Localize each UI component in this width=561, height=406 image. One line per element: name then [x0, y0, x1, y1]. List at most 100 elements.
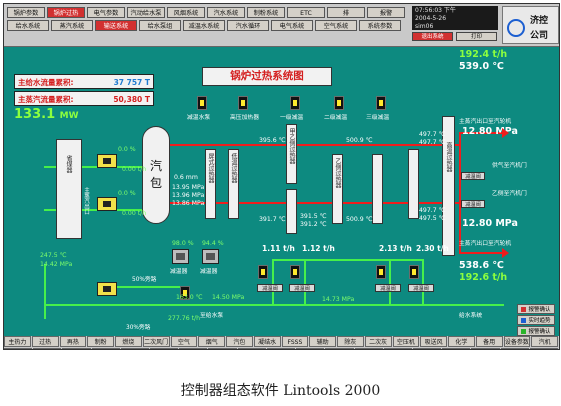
feed-pump-c[interactable] [97, 282, 117, 296]
bottom-nav-button[interactable]: 备用 [475, 336, 503, 347]
bottom-nav-button[interactable]: 燃烧 [115, 336, 142, 347]
nav-button[interactable]: 给水泵组 [139, 20, 181, 31]
bottom-nav-button[interactable]: 高压厂电 [296, 348, 325, 349]
bottom-nav-button[interactable]: 化水 [354, 348, 383, 349]
bottom-nav-button[interactable]: 送风机 [33, 348, 62, 349]
status-tag-5[interactable]: 减温阀 [461, 172, 485, 180]
logout-button[interactable]: 退出系统 [412, 32, 453, 41]
nav-button[interactable]: 空气系统 [315, 20, 357, 31]
outlet-label-top: 主蒸汽出口至汽轮机 [459, 119, 512, 125]
nav-button[interactable]: 制粉系统 [247, 7, 285, 18]
bottom-nav-button[interactable]: 吸送风 [420, 336, 447, 347]
spray-valve-1[interactable] [258, 265, 268, 279]
economizer: 省煤器 [56, 139, 82, 239]
bottom-nav-button[interactable]: 现场参数 [4, 348, 33, 349]
superheater-d [286, 189, 297, 234]
motor-valve-5[interactable] [376, 96, 386, 110]
bottom-nav-button[interactable]: 再热 [59, 336, 87, 347]
spray-device-a[interactable] [172, 249, 189, 264]
bottom-nav-button[interactable]: 制粉循环 [120, 348, 150, 349]
nav-button[interactable]: 报警 [367, 7, 405, 18]
nav-button[interactable]: 汽动给水泵 [127, 7, 165, 18]
bottom-nav-button[interactable]: 主热力 [4, 336, 31, 347]
bottom-nav-button[interactable]: FSSS [281, 336, 309, 347]
bottom-nav-button[interactable]: 制粉 [87, 336, 114, 347]
bottom-nav-button[interactable]: 烟气 [198, 336, 225, 347]
bottom-nav-button[interactable]: 空压机 [392, 336, 420, 347]
bottom-nav-button[interactable]: 设备参数 [503, 336, 531, 347]
bottom-nav-button[interactable]: 设备参数 [500, 348, 529, 349]
side-button-3[interactable]: 报警确认 [517, 326, 555, 336]
nav-button[interactable]: 输送系统 [95, 20, 137, 31]
nav-button[interactable]: 汽水循环 [227, 20, 269, 31]
bottom-nav-button[interactable]: 风烟循环 [91, 348, 120, 349]
status-tag-1[interactable]: 减温阀 [257, 284, 283, 292]
turbine-a-label: 供气至汽机门 [492, 163, 527, 169]
flow-small-b: 0.00 t/h [122, 210, 147, 217]
nav-button[interactable]: 汽水系统 [207, 7, 245, 18]
main-steam-temp: 539.0 ℃ [459, 61, 504, 72]
bottom-nav-button[interactable]: 辅助 [309, 336, 336, 347]
bottom-nav-button[interactable]: 空气 [170, 336, 198, 347]
superheater-e: 乙侧过热器 [332, 154, 343, 224]
side-button-2[interactable]: 实时趋势 [517, 315, 555, 325]
spray-valve-3[interactable] [376, 265, 386, 279]
feed-pump-a[interactable] [97, 154, 117, 168]
feed-pump-b[interactable] [97, 197, 117, 211]
bottom-nav-button[interactable]: 低厂电 [325, 348, 354, 349]
status-tag-3[interactable]: 减温阀 [375, 284, 401, 292]
nav-button[interactable]: 排 [327, 7, 365, 18]
nav-button[interactable]: 蒸汽系统 [51, 20, 93, 31]
motor-valve-4[interactable] [334, 96, 344, 110]
spray-device-b[interactable] [202, 249, 219, 264]
motor-valve-1[interactable] [197, 96, 207, 110]
motor-valve-3[interactable] [290, 96, 300, 110]
motor-valve-2[interactable] [238, 96, 248, 110]
status-tag-2[interactable]: 减温阀 [289, 284, 315, 292]
outlet-arrow-top-icon [502, 128, 509, 138]
bottom-nav-button[interactable]: 励磁 [266, 348, 296, 349]
bottom-nav-button[interactable]: 凝结水 [253, 336, 281, 347]
nav-button[interactable]: 减温水系统 [183, 20, 225, 31]
bottom-nav-button[interactable]: 输煤 [471, 348, 500, 349]
bottom-nav-button[interactable]: 备用 [529, 348, 558, 349]
nav-button[interactable]: 锅炉参数 [7, 7, 45, 18]
bottom-nav-button[interactable]: 燃料 [150, 348, 179, 349]
nav-button[interactable]: 电气参数 [87, 7, 125, 18]
bottom-nav-button[interactable]: 保安 [442, 348, 471, 349]
feedwater-flow: 277.76 t/h [168, 315, 201, 322]
bottom-nav-button[interactable]: 除灰 [337, 336, 364, 347]
nav-button[interactable]: ETC [287, 7, 325, 18]
spray-valve-4[interactable] [409, 265, 419, 279]
screen-superheater-label: 屏式过热器 [207, 153, 214, 183]
bottom-nav-button[interactable]: 主变 [237, 348, 266, 349]
bottom-nav-button[interactable]: 汽包 [226, 336, 253, 347]
nav-button[interactable]: 锅炉过热 [47, 7, 85, 18]
bottom-nav-button[interactable]: 二次灰 [364, 336, 392, 347]
nav-button[interactable]: 系统参数 [359, 20, 401, 31]
spray-valve-2[interactable] [290, 265, 300, 279]
status-tag-6[interactable]: 减温阀 [461, 200, 485, 208]
main-steam-out-bottom [459, 252, 504, 254]
bottom-nav-button[interactable]: 脱硫 [412, 348, 442, 349]
status-tag-4[interactable]: 减温阀 [408, 284, 434, 292]
nav-button[interactable]: 给水系统 [7, 20, 49, 31]
nav-button[interactable]: 电气系统 [271, 20, 313, 31]
side-button-1[interactable]: 报警确认 [517, 304, 555, 314]
bottom-nav-button[interactable]: 过热 [31, 336, 59, 347]
bottom-nav-button[interactable]: 风道 [208, 348, 237, 349]
bottom-nav-button[interactable]: 汽机 [531, 336, 558, 347]
bottom-nav-button[interactable]: 化学 [448, 336, 475, 347]
bypass-valve[interactable] [180, 286, 190, 300]
valve-c-opening: 98.0 % [172, 240, 194, 247]
print-button[interactable]: 打印 [456, 32, 497, 41]
bottom-nav-button[interactable]: 二次风门 [142, 336, 170, 347]
unit-power: 133.1 MW [14, 107, 79, 122]
bottom-nav-button[interactable]: LECC [179, 348, 208, 349]
temp-t4: 391.7 ℃ [259, 216, 286, 223]
nav-button[interactable]: 风烟系统 [167, 7, 205, 18]
bottom-nav-button[interactable]: 循环水 [383, 348, 412, 349]
valve-tag-5: 三级减温 [366, 115, 390, 121]
bottom-nav-button[interactable]: 汽水循环 [62, 348, 91, 349]
